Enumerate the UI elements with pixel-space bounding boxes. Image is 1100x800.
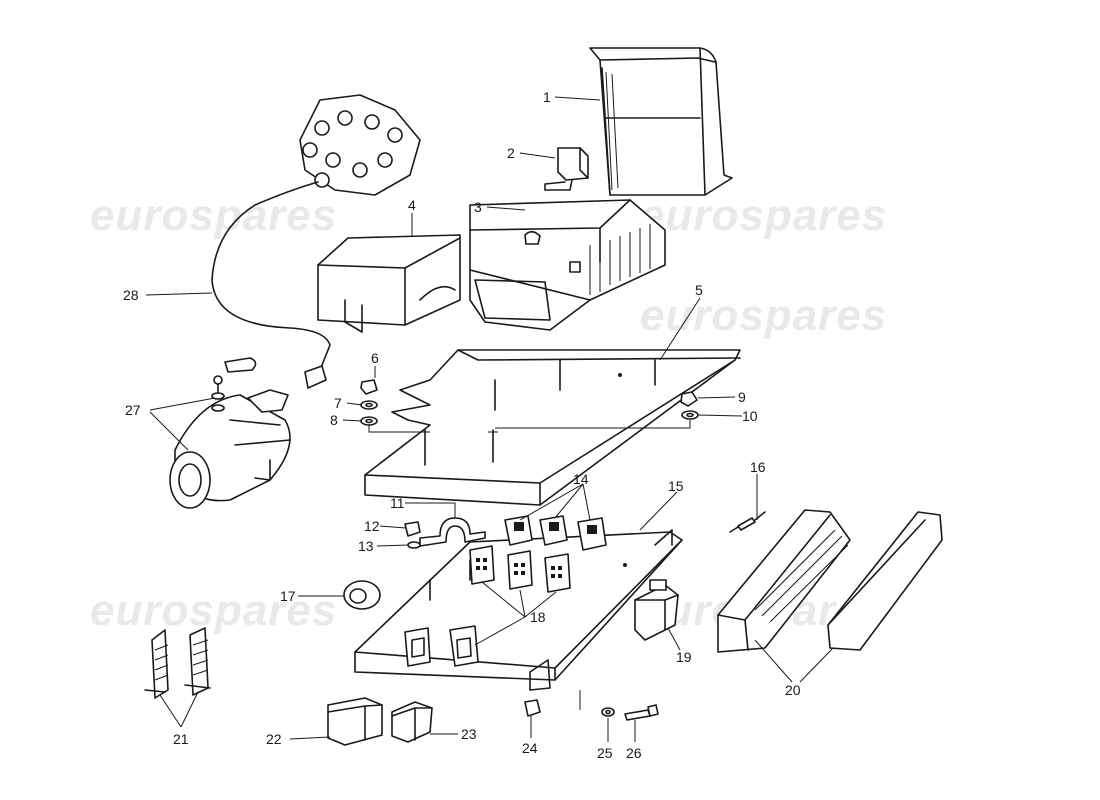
callout-21: 21 bbox=[173, 731, 189, 747]
watermark-top-right: eurospares bbox=[640, 191, 887, 240]
callout-9: 9 bbox=[738, 389, 746, 405]
callout-5: 5 bbox=[695, 282, 703, 298]
part-22-relay bbox=[327, 697, 383, 746]
part-9-nut bbox=[680, 391, 698, 407]
part-1-cover bbox=[589, 47, 733, 196]
part-2-relay bbox=[544, 147, 589, 191]
callout-labels: 1 2 3 4 5 6 7 8 9 10 11 12 13 14 15 16 1… bbox=[123, 89, 801, 761]
part-24-nut bbox=[524, 699, 541, 717]
part-15-board bbox=[354, 529, 683, 710]
callout-15: 15 bbox=[668, 478, 684, 494]
watermark-mid-right: eurospares bbox=[640, 291, 887, 340]
watermark-bottom-left: eurospares bbox=[90, 586, 337, 635]
callout-12: 12 bbox=[364, 518, 380, 534]
callout-8: 8 bbox=[330, 412, 338, 428]
callout-19: 19 bbox=[676, 649, 692, 665]
callout-18: 18 bbox=[530, 609, 546, 625]
callout-10: 10 bbox=[742, 408, 758, 424]
part-12-nut bbox=[404, 521, 421, 537]
callout-25: 25 bbox=[597, 745, 613, 761]
callout-13: 13 bbox=[358, 538, 374, 554]
part-20-fuse-block bbox=[717, 509, 943, 653]
callout-11: 11 bbox=[390, 495, 405, 511]
callout-14: 14 bbox=[573, 471, 589, 487]
callout-23: 23 bbox=[461, 726, 477, 742]
part-8-washer bbox=[360, 416, 420, 433]
callout-22: 22 bbox=[266, 731, 282, 747]
callout-4: 4 bbox=[408, 197, 416, 213]
callout-1: 1 bbox=[543, 89, 551, 105]
callout-26: 26 bbox=[626, 745, 642, 761]
callout-20: 20 bbox=[785, 682, 801, 698]
part-17-grommet bbox=[343, 580, 381, 610]
part-18-connectors bbox=[404, 545, 571, 667]
part-14-relays bbox=[504, 515, 607, 551]
callout-3: 3 bbox=[474, 199, 482, 215]
part-3-regulator bbox=[469, 199, 666, 331]
part-28-ignition-lead bbox=[211, 94, 421, 389]
callout-17: 17 bbox=[280, 588, 296, 604]
part-4-box bbox=[317, 234, 461, 333]
part-19-fuse-holder bbox=[634, 579, 679, 641]
part-7-washer bbox=[360, 400, 378, 410]
part-11-clamp bbox=[419, 517, 486, 547]
part-6-nut bbox=[360, 379, 378, 395]
callout-2: 2 bbox=[507, 145, 515, 161]
part-10-washer bbox=[495, 410, 699, 429]
part-27-coil-assembly bbox=[169, 357, 291, 509]
callout-7: 7 bbox=[334, 395, 342, 411]
part-23-relay bbox=[391, 701, 433, 743]
callout-24: 24 bbox=[522, 740, 538, 756]
part-21-terminals bbox=[144, 627, 211, 699]
callout-16: 16 bbox=[750, 459, 766, 475]
callout-6: 6 bbox=[371, 350, 379, 366]
callout-28: 28 bbox=[123, 287, 139, 303]
leader-lines bbox=[145, 96, 834, 742]
watermark-top-left: eurospares bbox=[90, 191, 337, 240]
part-25-washer bbox=[601, 707, 615, 717]
callout-27: 27 bbox=[125, 402, 141, 418]
part-26-bolt bbox=[624, 704, 659, 721]
part-16-fuse bbox=[729, 511, 766, 533]
part-13-washer bbox=[407, 541, 421, 549]
